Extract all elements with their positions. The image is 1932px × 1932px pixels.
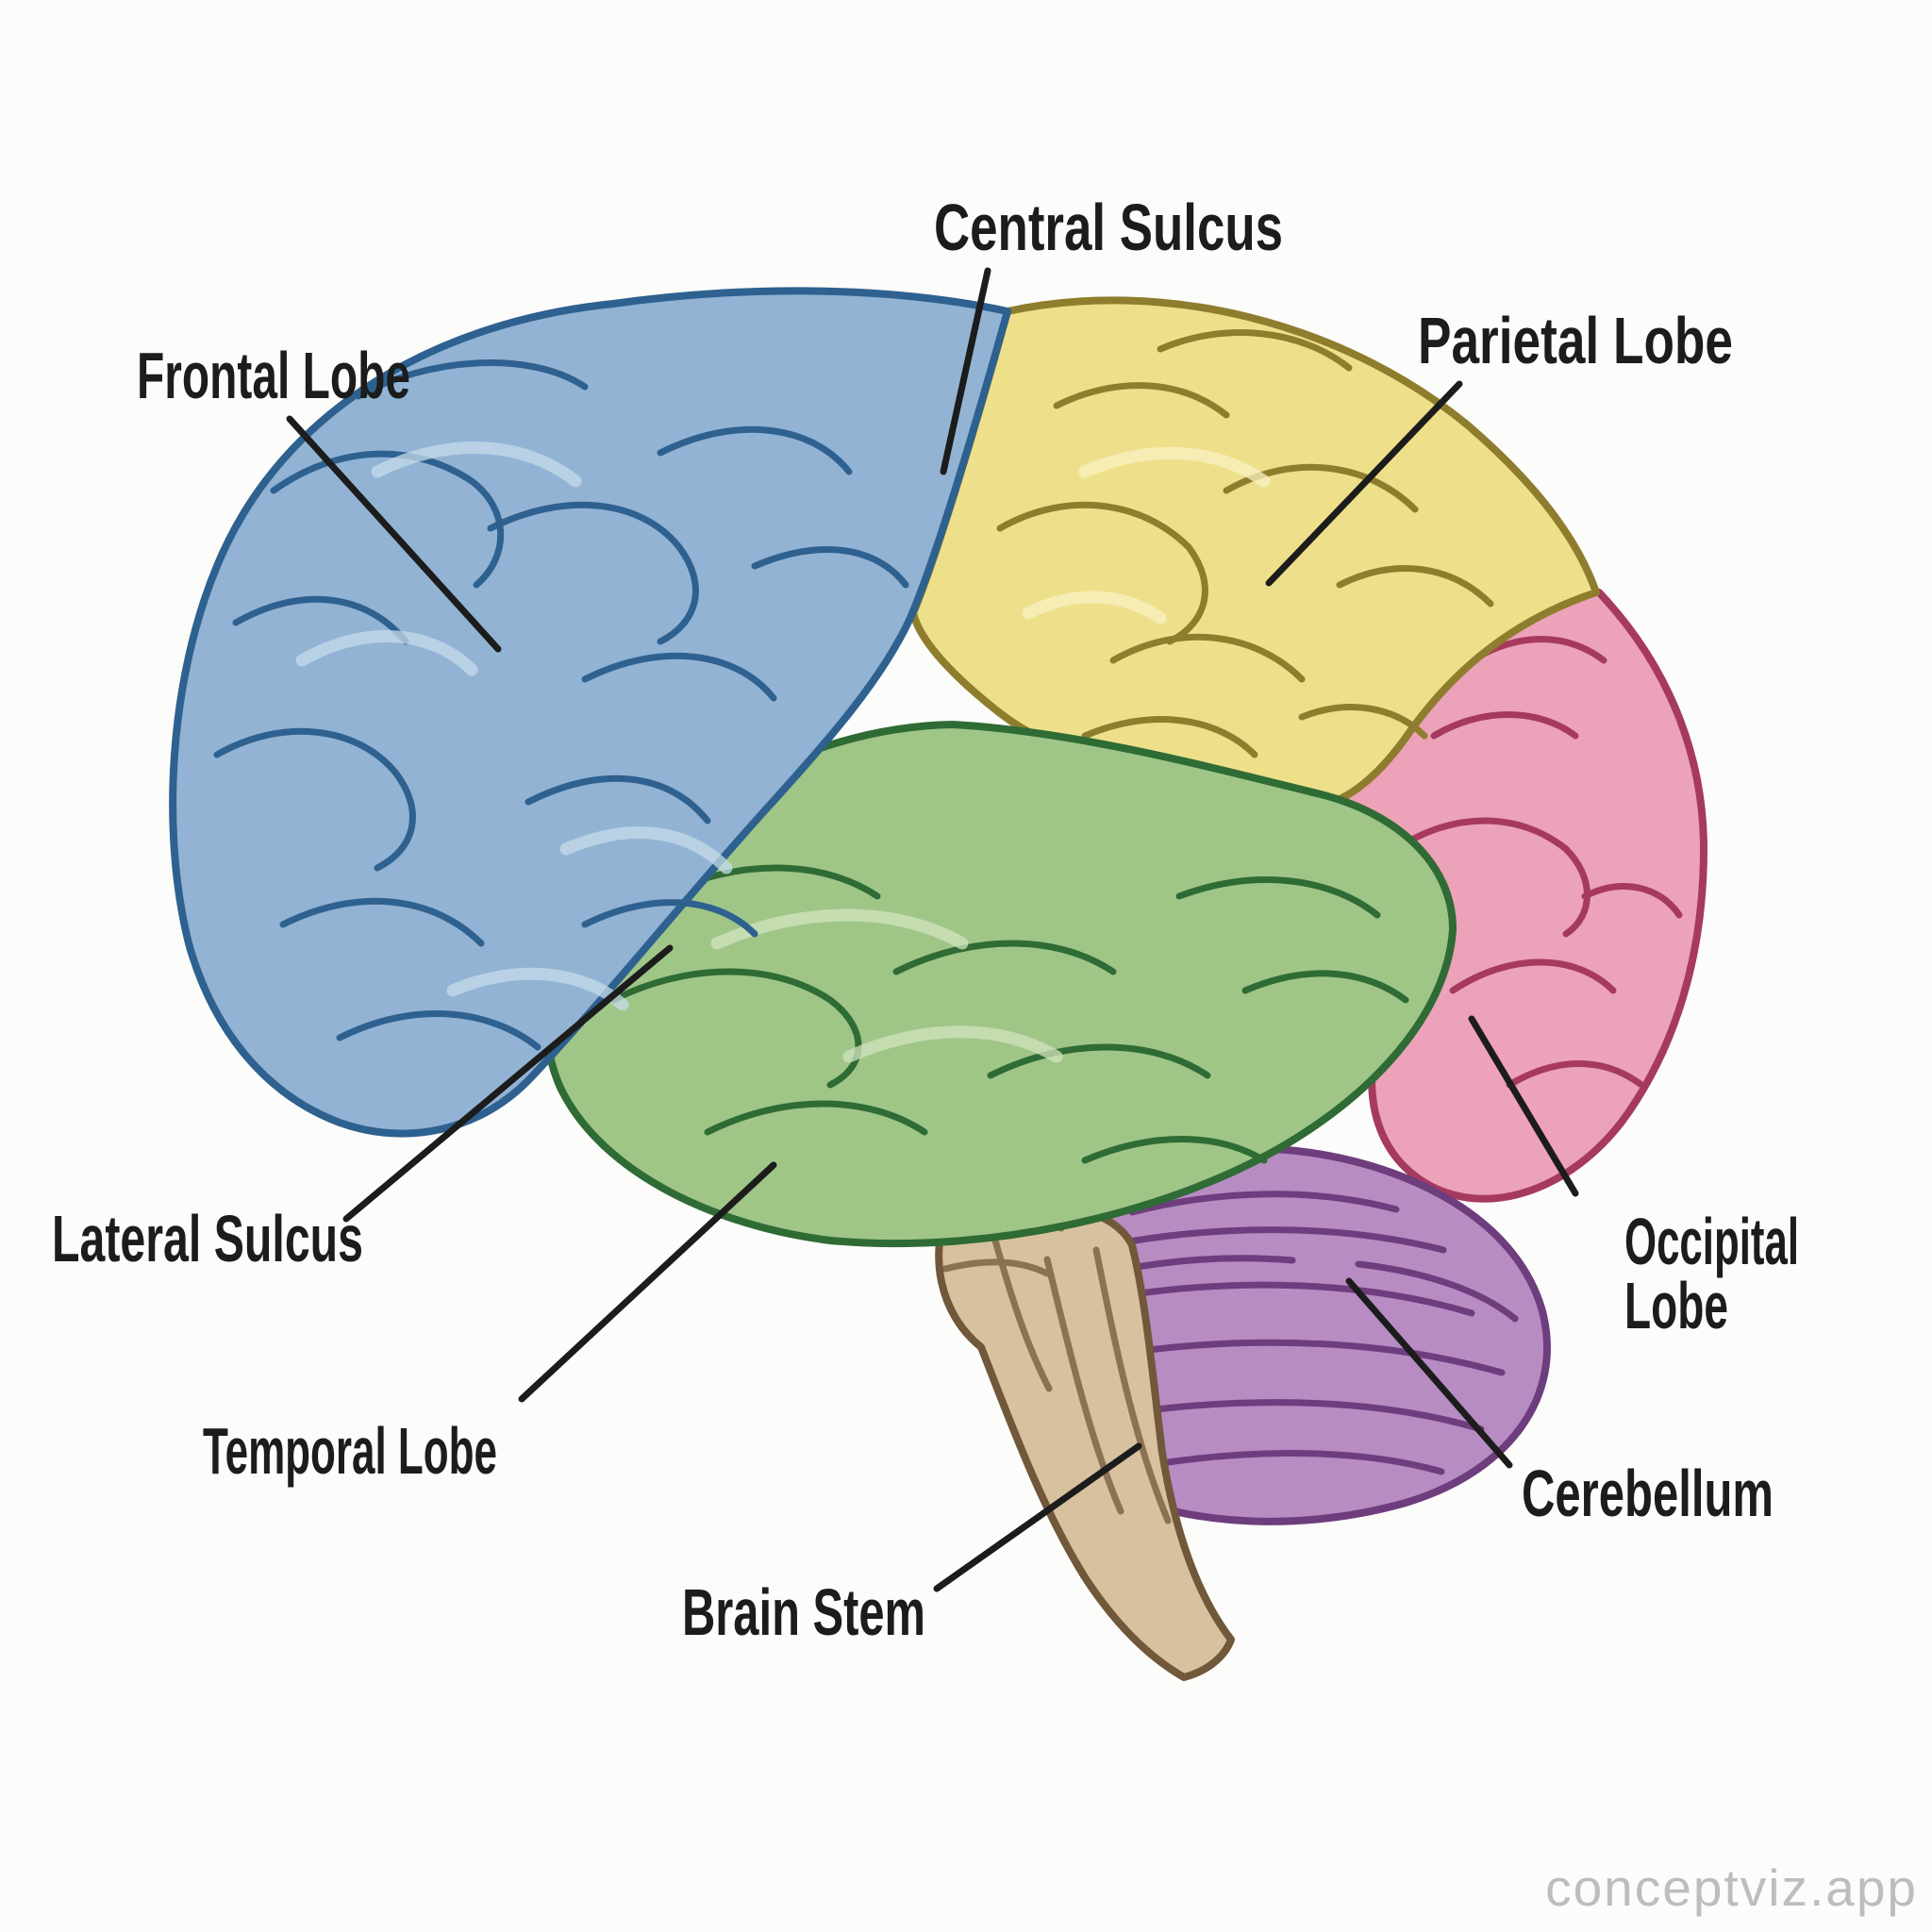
frontal-highlights (295, 441, 733, 1011)
temporal-lobe-shape (543, 721, 1457, 1248)
frontal-lobe-label: Frontal Lobe (137, 339, 410, 412)
central-sulcus-leader-line (940, 267, 991, 475)
lateral-sulcus-leader-line (342, 944, 674, 1223)
parietal-lobe-label: Parietal Lobe (1418, 304, 1733, 377)
frontal-lobe (169, 287, 1011, 1138)
frontal-lobe-leader-line (286, 415, 502, 653)
occipital-gyri (1392, 636, 1683, 1089)
parietal-gyri (996, 329, 1494, 758)
temporal-lobe-leader-line (518, 1161, 777, 1403)
brain-stem-lines (941, 1216, 1172, 1524)
parietal-lobe-leader-line (1265, 380, 1463, 587)
occipital-lobe-label-line1: Occipital (1624, 1205, 1799, 1278)
cerebellum-label: Cerebellum (1522, 1457, 1774, 1530)
lateral-sulcus-label: Lateral Sulcus (52, 1202, 363, 1275)
parietal-highlights (1022, 446, 1271, 625)
watermark-text: conceptviz.app (1545, 1858, 1918, 1917)
central-sulcus-label: Central Sulcus (934, 191, 1283, 264)
labels: Central Sulcus Frontal Lobe Parietal Lob… (52, 191, 1799, 1649)
parietal-lobe (909, 296, 1600, 813)
brain-stem-leader-line (933, 1442, 1142, 1592)
occipital-lobe-leader-line (1468, 1015, 1579, 1197)
cerebellum-leader-line (1345, 1277, 1513, 1469)
leader-lines (286, 267, 1579, 1592)
brain-stem-shape (935, 1197, 1235, 1681)
brain-stem-label: Brain Stem (682, 1575, 925, 1649)
frontal-lobe-shape (169, 287, 1011, 1138)
brain-stem (935, 1197, 1235, 1681)
occipital-lobe-label-line2: Lobe (1624, 1269, 1728, 1342)
temporal-lobe-label: Temporal Lobe (203, 1414, 497, 1488)
